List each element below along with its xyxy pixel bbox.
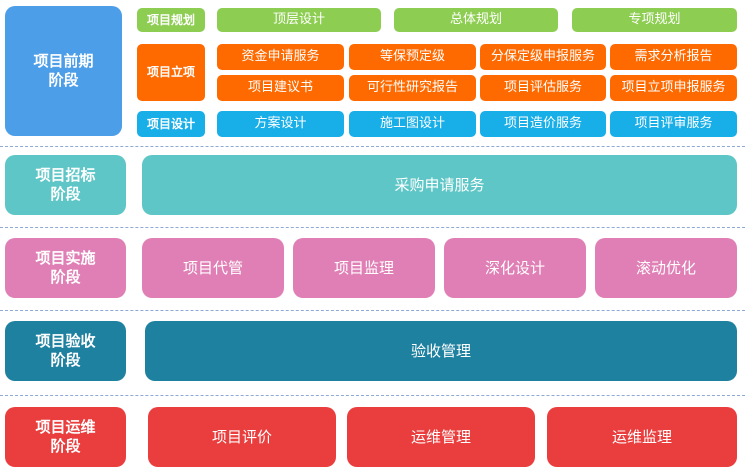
implementation-item: 项目代管 (142, 238, 284, 298)
initiation-item: 等保预定级 (349, 44, 476, 70)
initiation-item: 需求分析报告 (610, 44, 737, 70)
stage-bidding: 项目招标 阶段 (5, 155, 126, 215)
stage-implementation: 项目实施 阶段 (5, 238, 126, 298)
initiation-label: 项目立项 (137, 44, 205, 101)
operation-item: 运维监理 (547, 407, 737, 467)
design-item: 项目评审服务 (610, 111, 737, 137)
stage-divider (0, 146, 745, 147)
planning-label: 项目规划 (137, 8, 205, 32)
implementation-item: 项目监理 (293, 238, 435, 298)
design-label: 项目设计 (137, 111, 205, 137)
stage-divider (0, 227, 745, 228)
stage-acceptance: 项目验收 阶段 (5, 321, 126, 381)
planning-item: 专项规划 (572, 8, 737, 32)
bidding-item: 采购申请服务 (142, 155, 737, 215)
design-item: 施工图设计 (349, 111, 476, 137)
stage-early: 项目前期 阶段 (5, 6, 122, 136)
implementation-item: 滚动优化 (595, 238, 737, 298)
planning-item: 顶层设计 (217, 8, 381, 32)
initiation-item: 项目建议书 (217, 75, 344, 101)
stage-divider (0, 395, 745, 396)
initiation-item: 项目立项申报服务 (610, 75, 737, 101)
implementation-item: 深化设计 (444, 238, 586, 298)
initiation-item: 分保定级申报服务 (480, 44, 606, 70)
stage-divider (0, 310, 745, 311)
design-item: 项目造价服务 (480, 111, 606, 137)
acceptance-item: 验收管理 (145, 321, 737, 381)
operation-item: 项目评价 (148, 407, 336, 467)
planning-item: 总体规划 (394, 8, 558, 32)
initiation-item: 项目评估服务 (480, 75, 606, 101)
initiation-item: 资金申请服务 (217, 44, 344, 70)
operation-item: 运维管理 (347, 407, 535, 467)
stage-operation: 项目运维 阶段 (5, 407, 126, 467)
initiation-item: 可行性研究报告 (349, 75, 476, 101)
design-item: 方案设计 (217, 111, 344, 137)
